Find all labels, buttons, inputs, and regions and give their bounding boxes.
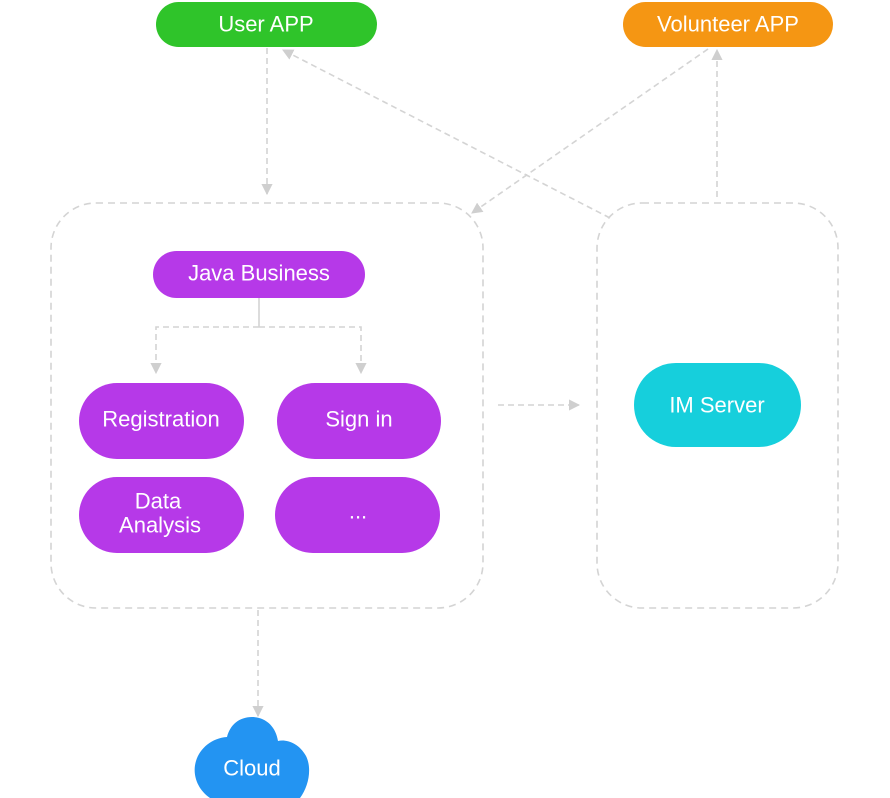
volunteer-app-to-backend-arrow [471, 48, 709, 214]
cloud-label: Cloud [223, 756, 280, 781]
cloud-node: Cloud [194, 717, 310, 798]
data-analysis-label-line2: Analysis [119, 513, 201, 538]
java-business-to-sign-in-arrow [259, 326, 367, 375]
backend-container [50, 202, 484, 609]
sign-in-label: Sign in [325, 407, 392, 432]
java-business-pill [153, 251, 365, 298]
more-pill [275, 477, 440, 553]
user-app-pill [156, 2, 377, 47]
sign-in-node: Sign in [277, 383, 441, 459]
volunteer-app-node: Volunteer APP [623, 2, 833, 47]
java-business-to-registration-arrow [150, 326, 259, 375]
volunteer-app-pill [623, 2, 833, 47]
cloud-icon [194, 717, 310, 798]
user-app-node: User APP [156, 2, 377, 47]
registration-pill [79, 383, 244, 459]
volunteer-app-label: Volunteer APP [657, 12, 799, 37]
java-business-node: Java Business [153, 251, 365, 298]
data-analysis-node: Data Analysis [79, 477, 244, 553]
data-analysis-label-line1: Data [135, 489, 182, 514]
more-label: ... [349, 499, 367, 524]
java-business-label: Java Business [188, 261, 330, 286]
more-node: ... [275, 477, 440, 553]
im-container-to-user-app-arrow [282, 49, 611, 219]
registration-label: Registration [102, 407, 219, 432]
sign-in-pill [277, 383, 441, 459]
im-container [596, 202, 839, 609]
im-server-label: IM Server [669, 393, 764, 418]
registration-node: Registration [79, 383, 244, 459]
im-server-node: IM Server [634, 363, 801, 447]
data-analysis-pill [79, 477, 244, 553]
user-app-label: User APP [218, 12, 313, 37]
im-server-pill [634, 363, 801, 447]
